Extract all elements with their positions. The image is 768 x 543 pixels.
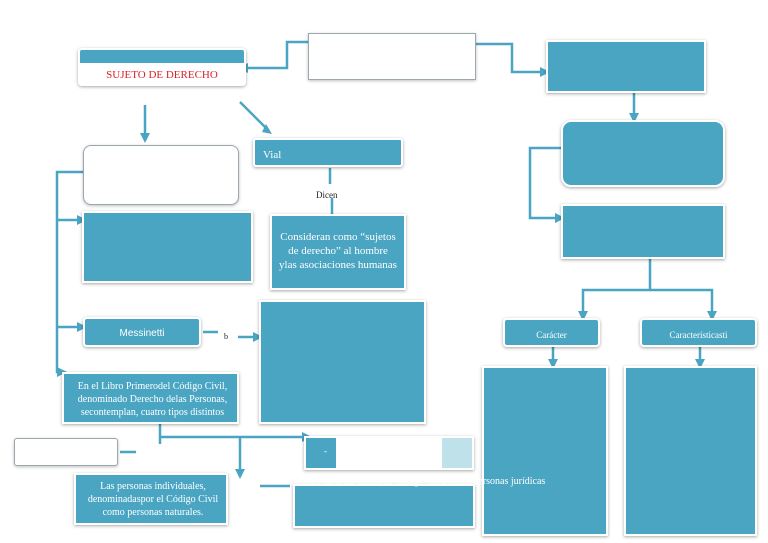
caracteristicas-label: Característicasti — [669, 330, 728, 340]
right-third-box — [561, 204, 725, 259]
caracter-box: Carácter — [503, 318, 600, 347]
right-second-box — [561, 120, 725, 187]
libro-label: En el Libro Primerodel Código Civil, den… — [77, 381, 228, 418]
vial-box: Vial — [253, 138, 403, 167]
consideran-box: Consideran como “sujetos de derecho” al … — [270, 214, 406, 290]
personas-label: Las personas individuales, denominadaspo… — [87, 481, 219, 518]
colectivas-dash: - — [324, 446, 327, 456]
left-white-box — [83, 145, 239, 205]
consideran-label: Consideran como “sujetos de derecho” al … — [279, 231, 397, 271]
caracteristicas-box: Característicasti — [640, 318, 757, 347]
caracter-label: Carácter — [536, 330, 567, 340]
messinetti-label: Messinetti — [119, 328, 165, 339]
colectivas-header-inner — [336, 438, 442, 468]
small-b-label: b — [224, 332, 228, 341]
colectivas-box — [293, 484, 475, 528]
sujeto-de-derecho-label: SUJETO DE DERECHO — [106, 69, 218, 81]
colectivas-header-side — [442, 438, 472, 468]
personas-box: Las personas individuales, denominadaspo… — [74, 473, 228, 525]
right-tall-box-1 — [482, 366, 608, 536]
colectivas-label: colectivas a las cuales el Código Civil … — [294, 476, 546, 487]
small-white-box — [14, 438, 118, 466]
colectivas-header-box: - — [304, 436, 474, 470]
libro-box: En el Libro Primerodel Código Civil, den… — [62, 372, 239, 424]
top-center-box — [308, 33, 476, 80]
messinetti-box: Messinetti — [83, 317, 201, 347]
sujeto-de-derecho-box: SUJETO DE DERECHO — [78, 48, 246, 86]
middle-big-box — [259, 300, 426, 424]
right-tall-box-2 — [624, 366, 757, 536]
vial-label: Vial — [263, 149, 282, 161]
left-teal-box — [82, 211, 253, 283]
dicen-label: Dicen — [316, 190, 338, 200]
right-top-box — [546, 40, 706, 93]
